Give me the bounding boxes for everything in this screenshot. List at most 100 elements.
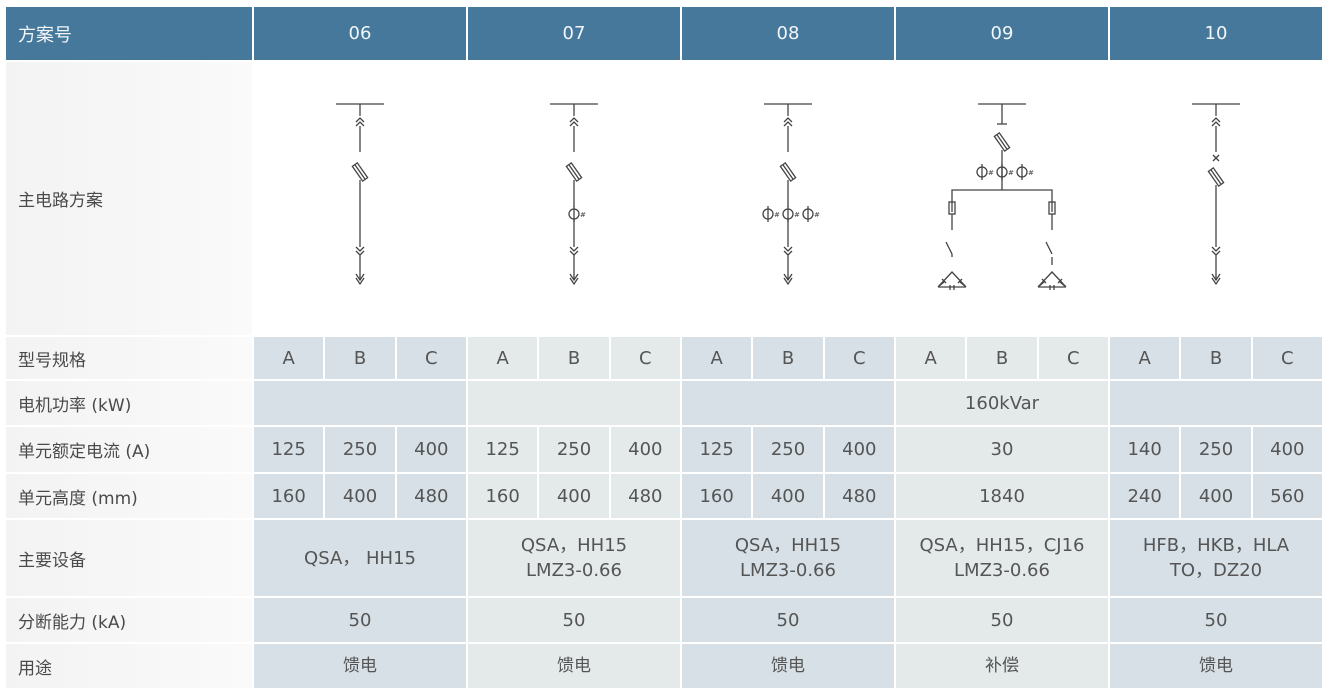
current-cell: 140 — [1110, 427, 1180, 472]
current-cell: 250 — [753, 427, 823, 472]
usage-cell: 补偿 — [896, 644, 1108, 688]
scheme-number: 09 — [896, 7, 1108, 60]
current-cell: 250 — [539, 427, 609, 472]
height-cell: 160 — [468, 474, 538, 518]
power-cell — [682, 381, 894, 425]
circuit-diagram-06 — [254, 62, 466, 335]
header-label: 方案号 — [6, 7, 252, 60]
circuit-diagram-svg — [336, 103, 384, 286]
height-cell: 240 — [1110, 474, 1180, 518]
svg-text:#: # — [814, 211, 820, 219]
svg-text:#: # — [774, 211, 780, 219]
row-usage: 用途馈电馈电馈电补偿馈电 — [6, 644, 1326, 688]
power-cell: 160kVar — [896, 381, 1108, 425]
scheme-number: 07 — [468, 7, 680, 60]
svg-text:#: # — [988, 169, 994, 177]
height-cell: 400 — [753, 474, 823, 518]
model-cell: A — [468, 337, 538, 379]
model-cell: C — [824, 337, 894, 379]
current-cell: 125 — [254, 427, 324, 472]
row-label-power: 电机功率 (kW) — [6, 381, 252, 425]
svg-text:#: # — [580, 211, 586, 219]
height-cell: 400 — [1181, 474, 1251, 518]
height-cell: 480 — [396, 474, 466, 518]
svg-text:#: # — [1008, 169, 1014, 177]
current-cell: 250 — [325, 427, 395, 472]
height-cell: 160 — [682, 474, 752, 518]
diagram-row: 主电路方案####### — [6, 62, 1326, 335]
model-cell: C — [396, 337, 466, 379]
model-cell: B — [967, 337, 1037, 379]
model-cell: C — [1252, 337, 1322, 379]
equipment-line: HFB，HKB，HLA — [1142, 535, 1290, 556]
scheme-number: 06 — [254, 7, 466, 60]
svg-text:#: # — [1028, 169, 1034, 177]
equipment-line: TO，DZ20 — [1169, 560, 1263, 581]
equipment-line: QSA，HH15 — [520, 535, 628, 556]
equipment-line: LMZ3-0.66 — [954, 560, 1050, 581]
height-cell: 480 — [610, 474, 680, 518]
power-cell — [1110, 381, 1322, 425]
current-cell: 125 — [682, 427, 752, 472]
current-cell: 400 — [1252, 427, 1322, 472]
row-label-model: 型号规格 — [6, 337, 252, 379]
equipment-line: LMZ3-0.66 — [740, 560, 836, 581]
equipment-line: QSA， HH15 — [304, 547, 416, 569]
circuit-diagram-09: # # # — [896, 62, 1108, 335]
current-cell: 125 — [468, 427, 538, 472]
power-cell — [468, 381, 680, 425]
row-label-current: 单元额定电流 (A) — [6, 427, 252, 472]
height-cell: 480 — [824, 474, 894, 518]
model-cell: A — [1110, 337, 1180, 379]
circuit-diagram-svg: # — [550, 103, 598, 286]
height-cell: 560 — [1252, 474, 1322, 518]
equipment-line: QSA，HH15，CJ16 — [919, 535, 1085, 556]
svg-text:#: # — [794, 211, 800, 219]
circuit-diagram-svg — [1192, 103, 1240, 286]
model-cell: B — [753, 337, 823, 379]
scheme-number: 10 — [1110, 7, 1322, 60]
model-cell: C — [1038, 337, 1108, 379]
row-label-height: 单元高度 (mm) — [6, 474, 252, 518]
current-cell: 250 — [1181, 427, 1251, 472]
model-cell: A — [254, 337, 324, 379]
usage-cell: 馈电 — [468, 644, 680, 688]
current-cell: 400 — [396, 427, 466, 472]
model-cell: B — [325, 337, 395, 379]
usage-cell: 馈电 — [1110, 644, 1322, 688]
model-cell: C — [610, 337, 680, 379]
circuit-diagram-svg: # # # — [937, 103, 1067, 290]
usage-cell: 馈电 — [682, 644, 894, 688]
model-cell: A — [682, 337, 752, 379]
breaking-cell: 50 — [896, 598, 1108, 642]
height-cell: 400 — [539, 474, 609, 518]
breaking-cell: 50 — [682, 598, 894, 642]
row-label-usage: 用途 — [6, 644, 252, 688]
current-cell: 30 — [896, 427, 1108, 472]
power-cell — [254, 381, 466, 425]
usage-cell: 馈电 — [254, 644, 466, 688]
model-cell: B — [1181, 337, 1251, 379]
equipment-cell: HFB，HKB，HLA TO，DZ20 — [1110, 520, 1322, 596]
row-power: 电机功率 (kW) 160kVar — [6, 381, 1326, 425]
height-cell: 400 — [325, 474, 395, 518]
equipment-line: LMZ3-0.66 — [526, 560, 622, 581]
